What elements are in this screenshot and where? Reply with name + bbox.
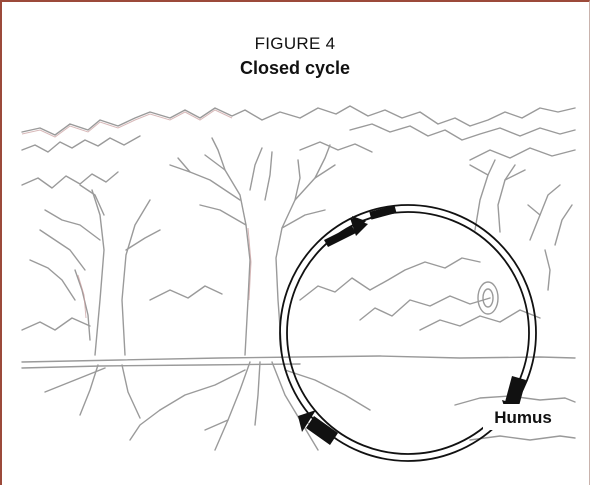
arrow-bottom-shaft	[306, 416, 338, 445]
left-tree	[30, 185, 160, 355]
arrow-right-shaft	[505, 376, 526, 406]
right-trees	[470, 160, 572, 290]
central-tree	[170, 138, 335, 355]
canopy-outline	[22, 106, 575, 188]
ground-line	[22, 356, 575, 368]
arrow-top-shaft	[324, 226, 356, 247]
humus-label: Humus	[494, 408, 552, 427]
